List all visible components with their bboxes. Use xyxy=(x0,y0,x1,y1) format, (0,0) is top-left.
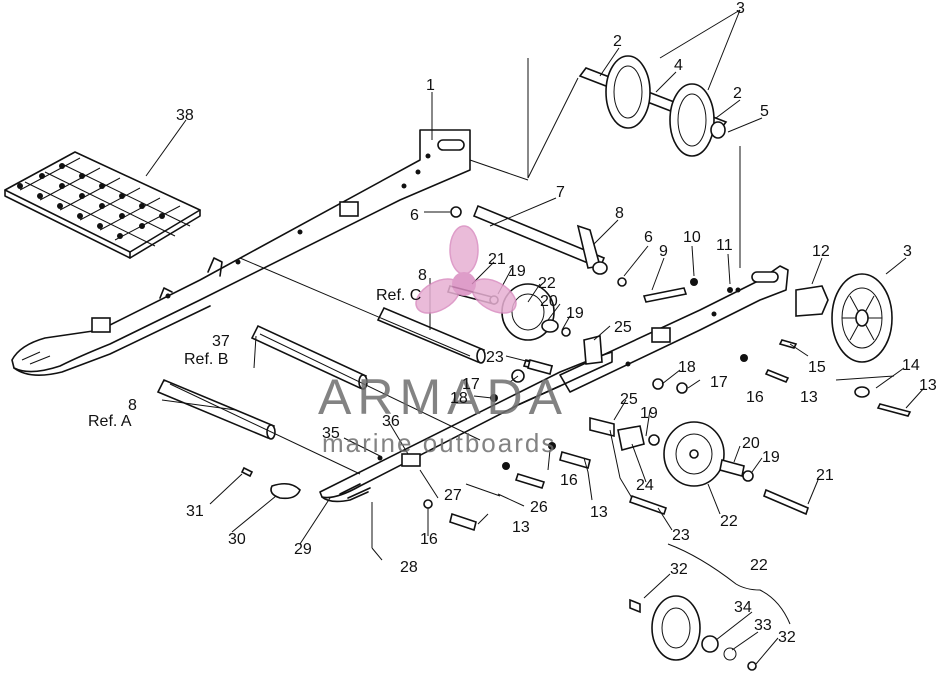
callout-20-b: 20 xyxy=(742,435,760,452)
watermark-tagline: marine outboards xyxy=(322,428,556,458)
callout-36: 36 xyxy=(382,413,400,430)
callout-23-a: 23 xyxy=(486,349,504,366)
lower-idler-group xyxy=(589,416,809,516)
callout-24: 24 xyxy=(636,477,654,494)
callout-19-c: 19 xyxy=(640,405,658,422)
ref-c-label: Ref. C xyxy=(376,287,421,304)
leader-lines xyxy=(145,9,925,665)
callout-17-right: 17 xyxy=(710,374,728,391)
callout-18-right: 18 xyxy=(678,359,696,376)
callout-25-a: 25 xyxy=(614,319,632,336)
rail-clip xyxy=(401,453,421,467)
callout-2-right: 2 xyxy=(733,85,742,102)
callout-19-a: 19 xyxy=(508,263,526,280)
callout-37: 37 xyxy=(212,333,230,350)
callout-13-center: 13 xyxy=(590,504,608,521)
main-rail xyxy=(11,129,471,376)
callout-8-refc: 8 xyxy=(418,267,427,284)
callout-13-right: 13 xyxy=(800,389,818,406)
callout-13-far: 13 xyxy=(919,377,937,394)
callout-21-a: 21 xyxy=(488,251,506,268)
callout-31: 31 xyxy=(186,503,204,520)
callout-33: 33 xyxy=(754,617,772,634)
callout-23-b: 23 xyxy=(672,527,690,544)
hardware xyxy=(240,206,733,548)
callout-3-top: 3 xyxy=(736,0,745,17)
callout-20-a: 20 xyxy=(540,293,558,310)
callout-13-lower: 13 xyxy=(512,519,530,536)
callout-19-d: 19 xyxy=(762,449,780,466)
callout-5: 5 xyxy=(760,103,769,120)
ref-a-label: Ref. A xyxy=(88,413,132,430)
callout-16-lower: 16 xyxy=(420,531,438,548)
callout-34: 34 xyxy=(734,599,752,616)
callout-1: 1 xyxy=(426,77,435,94)
rear-wheel-group xyxy=(740,273,912,417)
callout-25-b: 25 xyxy=(620,391,638,408)
callout-22-c: 22 xyxy=(750,557,768,574)
callout-26: 26 xyxy=(530,499,548,516)
callout-10: 10 xyxy=(683,229,701,246)
callout-labels: 1 2 2 3 3 4 5 6 6 7 8 8 8 9 10 11 12 13 … xyxy=(88,0,937,646)
track-section xyxy=(4,151,201,259)
callout-15: 15 xyxy=(808,359,826,376)
callout-22-b: 22 xyxy=(720,513,738,530)
callout-8-refa: 8 xyxy=(128,397,137,414)
callout-6-left: 6 xyxy=(410,207,419,224)
callout-2-top: 2 xyxy=(613,33,622,50)
callout-11: 11 xyxy=(716,237,733,254)
callout-38: 38 xyxy=(176,107,194,124)
watermark-brand: ARMADA xyxy=(318,369,568,425)
callout-3-wheel: 3 xyxy=(903,243,912,260)
callout-21-b: 21 xyxy=(816,467,834,484)
callout-8-upper: 8 xyxy=(615,205,624,222)
callout-4: 4 xyxy=(674,57,683,74)
callout-17-left: 17 xyxy=(462,376,480,393)
callout-14: 14 xyxy=(902,357,920,374)
callout-18-left: 18 xyxy=(450,390,468,407)
callout-19-b: 19 xyxy=(566,305,584,322)
watermark-logo xyxy=(415,225,517,314)
top-idler-wheels xyxy=(469,55,741,268)
callout-28: 28 xyxy=(400,559,418,576)
cross-shafts xyxy=(156,204,606,475)
callout-22-a: 22 xyxy=(538,275,556,292)
callout-16-right: 16 xyxy=(746,389,764,406)
callout-30: 30 xyxy=(228,531,246,548)
callout-27: 27 xyxy=(444,487,462,504)
callout-32-a: 32 xyxy=(670,561,688,578)
callout-16-center: 16 xyxy=(560,472,578,489)
callout-12: 12 xyxy=(812,243,830,260)
idler-breakdown xyxy=(629,543,791,671)
ref-b-label: Ref. B xyxy=(184,351,228,368)
callout-32-b: 32 xyxy=(778,629,796,646)
callout-9: 9 xyxy=(659,243,668,260)
callout-29: 29 xyxy=(294,541,312,558)
rear-rail xyxy=(519,265,789,405)
callout-35: 35 xyxy=(322,425,340,442)
callout-7: 7 xyxy=(556,184,565,201)
callout-6-right: 6 xyxy=(644,229,653,246)
watermark: ARMADA marine outboards xyxy=(318,225,568,458)
